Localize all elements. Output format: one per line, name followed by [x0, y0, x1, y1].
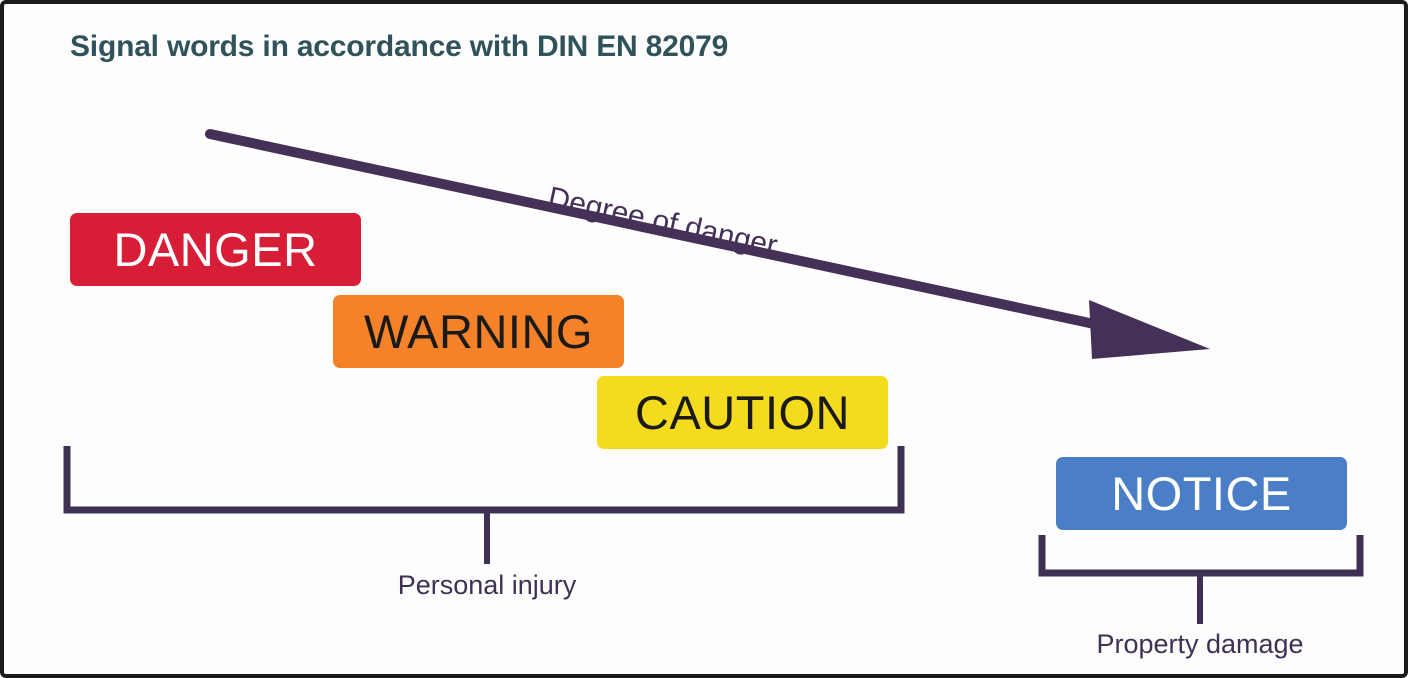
- degree-of-danger-label: Degree of danger: [545, 181, 781, 263]
- bracket-property-damage: [1038, 535, 1364, 577]
- diagram-vector-layer: [63, 129, 1364, 624]
- bracket-caption-property-damage: Property damage: [1096, 629, 1304, 659]
- signal-word-box-warning[interactable]: WARNING: [333, 295, 624, 368]
- bracket-personal-injury: [63, 446, 905, 514]
- page-title: Signal words in accordance with DIN EN 8…: [70, 30, 729, 63]
- bracket-caption-personal-injury: Personal injury: [397, 570, 577, 600]
- degree-of-danger-arrow-head: [1089, 300, 1210, 359]
- signal-word-box-danger[interactable]: DANGER: [70, 213, 361, 286]
- signal-word-box-caution[interactable]: CAUTION: [597, 376, 888, 449]
- signal-word-box-notice[interactable]: NOTICE: [1056, 457, 1347, 530]
